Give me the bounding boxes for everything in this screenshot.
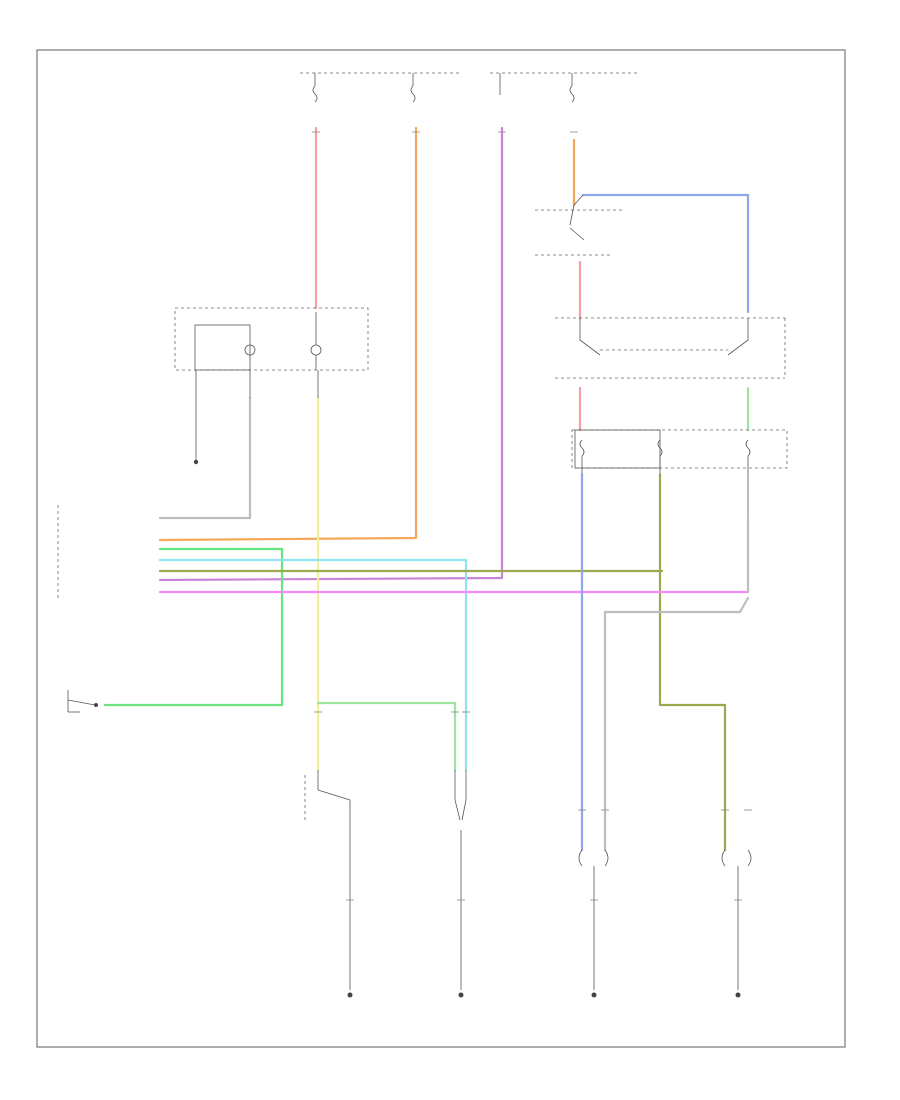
lower-fuse-block [571,429,788,520]
fuse-1-icon [312,73,318,103]
connector-ticks [312,131,752,901]
ground-top-icon [193,459,199,465]
wire-gray-cluster-controller [158,396,252,520]
ground-1-icon [347,992,353,998]
wire-lightgreen-ignition-bus [316,701,457,772]
instrument-cluster [174,307,369,371]
ground-2-icon [458,992,464,998]
wire-gray-right [603,596,750,852]
park-brake-switch [67,690,98,713]
diagram-frame [36,49,846,1048]
wire-olive-relay-drop [658,473,727,852]
fuse-4-icon [569,73,575,103]
brake-relay [555,317,786,379]
brake-switch-lower [454,770,467,821]
wire-green-park-brake [103,547,284,707]
wire-orange-controller-feed [158,126,418,542]
wire-blue-relay-feed [581,193,750,314]
wire-cyan-brake-switch [158,558,468,772]
right-lamp-icon [721,849,752,880]
ignition-switch [304,770,351,845]
ground-3-icon [591,992,597,998]
wire-violet-controller-feed [158,126,504,582]
fuse-2-icon [410,73,416,103]
left-lamp-icon [578,849,609,880]
ground-4-icon [735,992,741,998]
brake-lamp-switch [535,194,625,256]
